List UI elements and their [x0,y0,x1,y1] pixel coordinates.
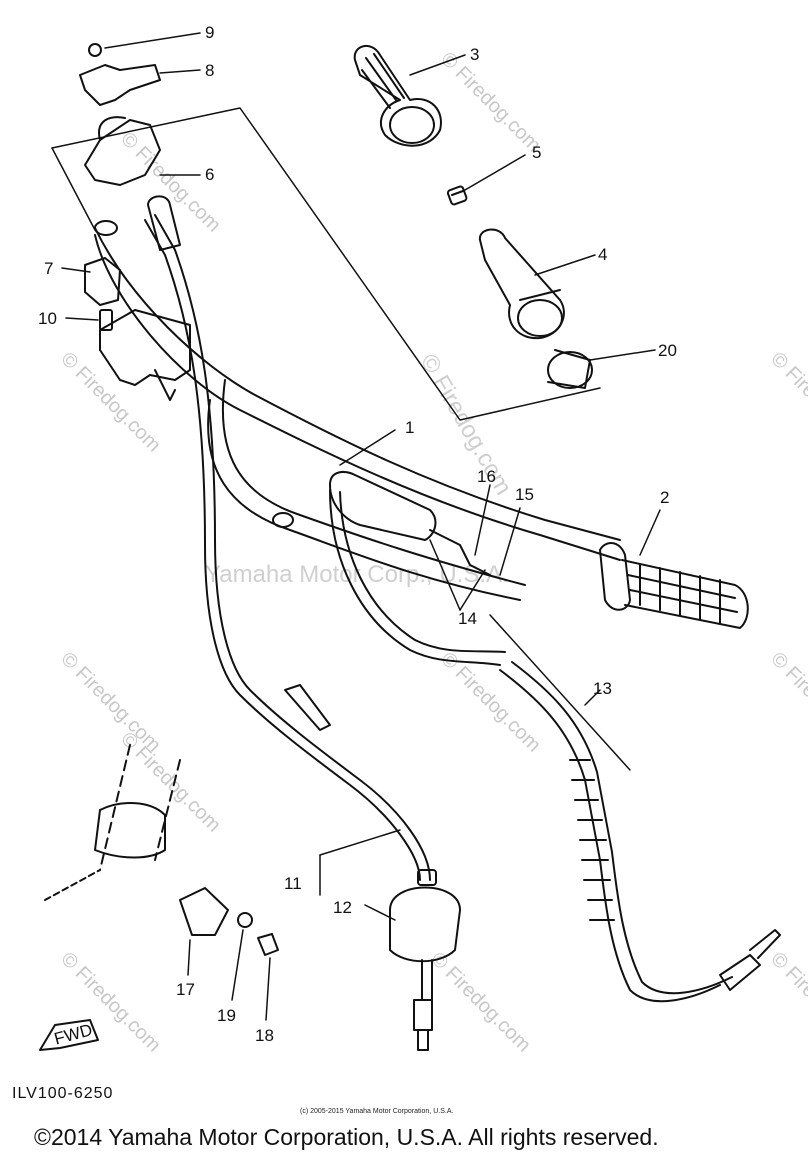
callout-19: 19 [217,1006,236,1025]
throttle-grip-3 [353,45,442,147]
watermark-edge-2: © Firedog.com [766,648,808,757]
watermark-edge-3: © Firedog.com [766,948,808,1057]
callout-8: 8 [205,61,214,80]
screw-5 [446,185,468,206]
callout-7: 7 [44,259,53,278]
callout-14: 14 [458,609,477,628]
copyright-notice: ©2014 Yamaha Motor Corporation, U.S.A. A… [34,1124,659,1150]
clutch-cable-13 [499,661,781,1003]
callout-5: 5 [532,143,541,162]
watermark-layer: © Firedog.com © Firedog.com © Firedog.co… [56,48,808,1057]
callout-12: 12 [333,898,352,917]
collar-20 [547,349,593,389]
part-callouts: 1 2 3 4 5 6 7 8 9 10 11 12 13 14 15 16 1… [38,23,677,1045]
callout-17: 17 [176,980,195,999]
callout-6: 6 [205,165,214,184]
throttle-cable-11 [144,195,431,881]
watermark-center: © Firedog.com [415,350,517,500]
callout-9: 9 [205,23,214,42]
throttle-tube-4 [478,228,565,340]
assembly-outline [51,107,601,421]
leader-lines [61,32,661,1021]
callout-16: 16 [477,467,496,486]
carb-cap-12 [389,869,461,1051]
fork-bracket-assembly [44,744,279,956]
watermark-edge-1: © Firedog.com [766,348,808,457]
callout-20: 20 [658,341,677,360]
callout-1: 1 [405,418,414,437]
watermark-right-1: © Firedog.com [436,48,545,157]
watermark-right-3: © Firedog.com [426,948,535,1057]
fwd-arrow [39,1019,99,1051]
watermark-mid-2: © Firedog.com [116,728,225,837]
watermark-manufacturer: Yamaha Motor Corp., U.S.A. [205,561,509,588]
small-copyright: (c) 2005-2015 Yamaha Motor Corporation, … [300,1108,454,1115]
callout-3: 3 [470,45,479,64]
callout-2: 2 [660,488,669,507]
lever-holder-assembly [79,43,191,401]
right-grip [599,542,749,629]
callout-18: 18 [255,1026,274,1045]
callout-15: 15 [515,485,534,504]
watermark-left-2: © Firedog.com [56,648,165,757]
callout-13: 13 [593,679,612,698]
switch-housing [329,471,506,666]
watermark-left-1: © Firedog.com [56,348,165,457]
callout-4: 4 [598,245,607,264]
callout-11: 11 [284,874,302,893]
callout-10: 10 [38,309,57,328]
diagram-code: ILV100-6250 [12,1085,114,1102]
